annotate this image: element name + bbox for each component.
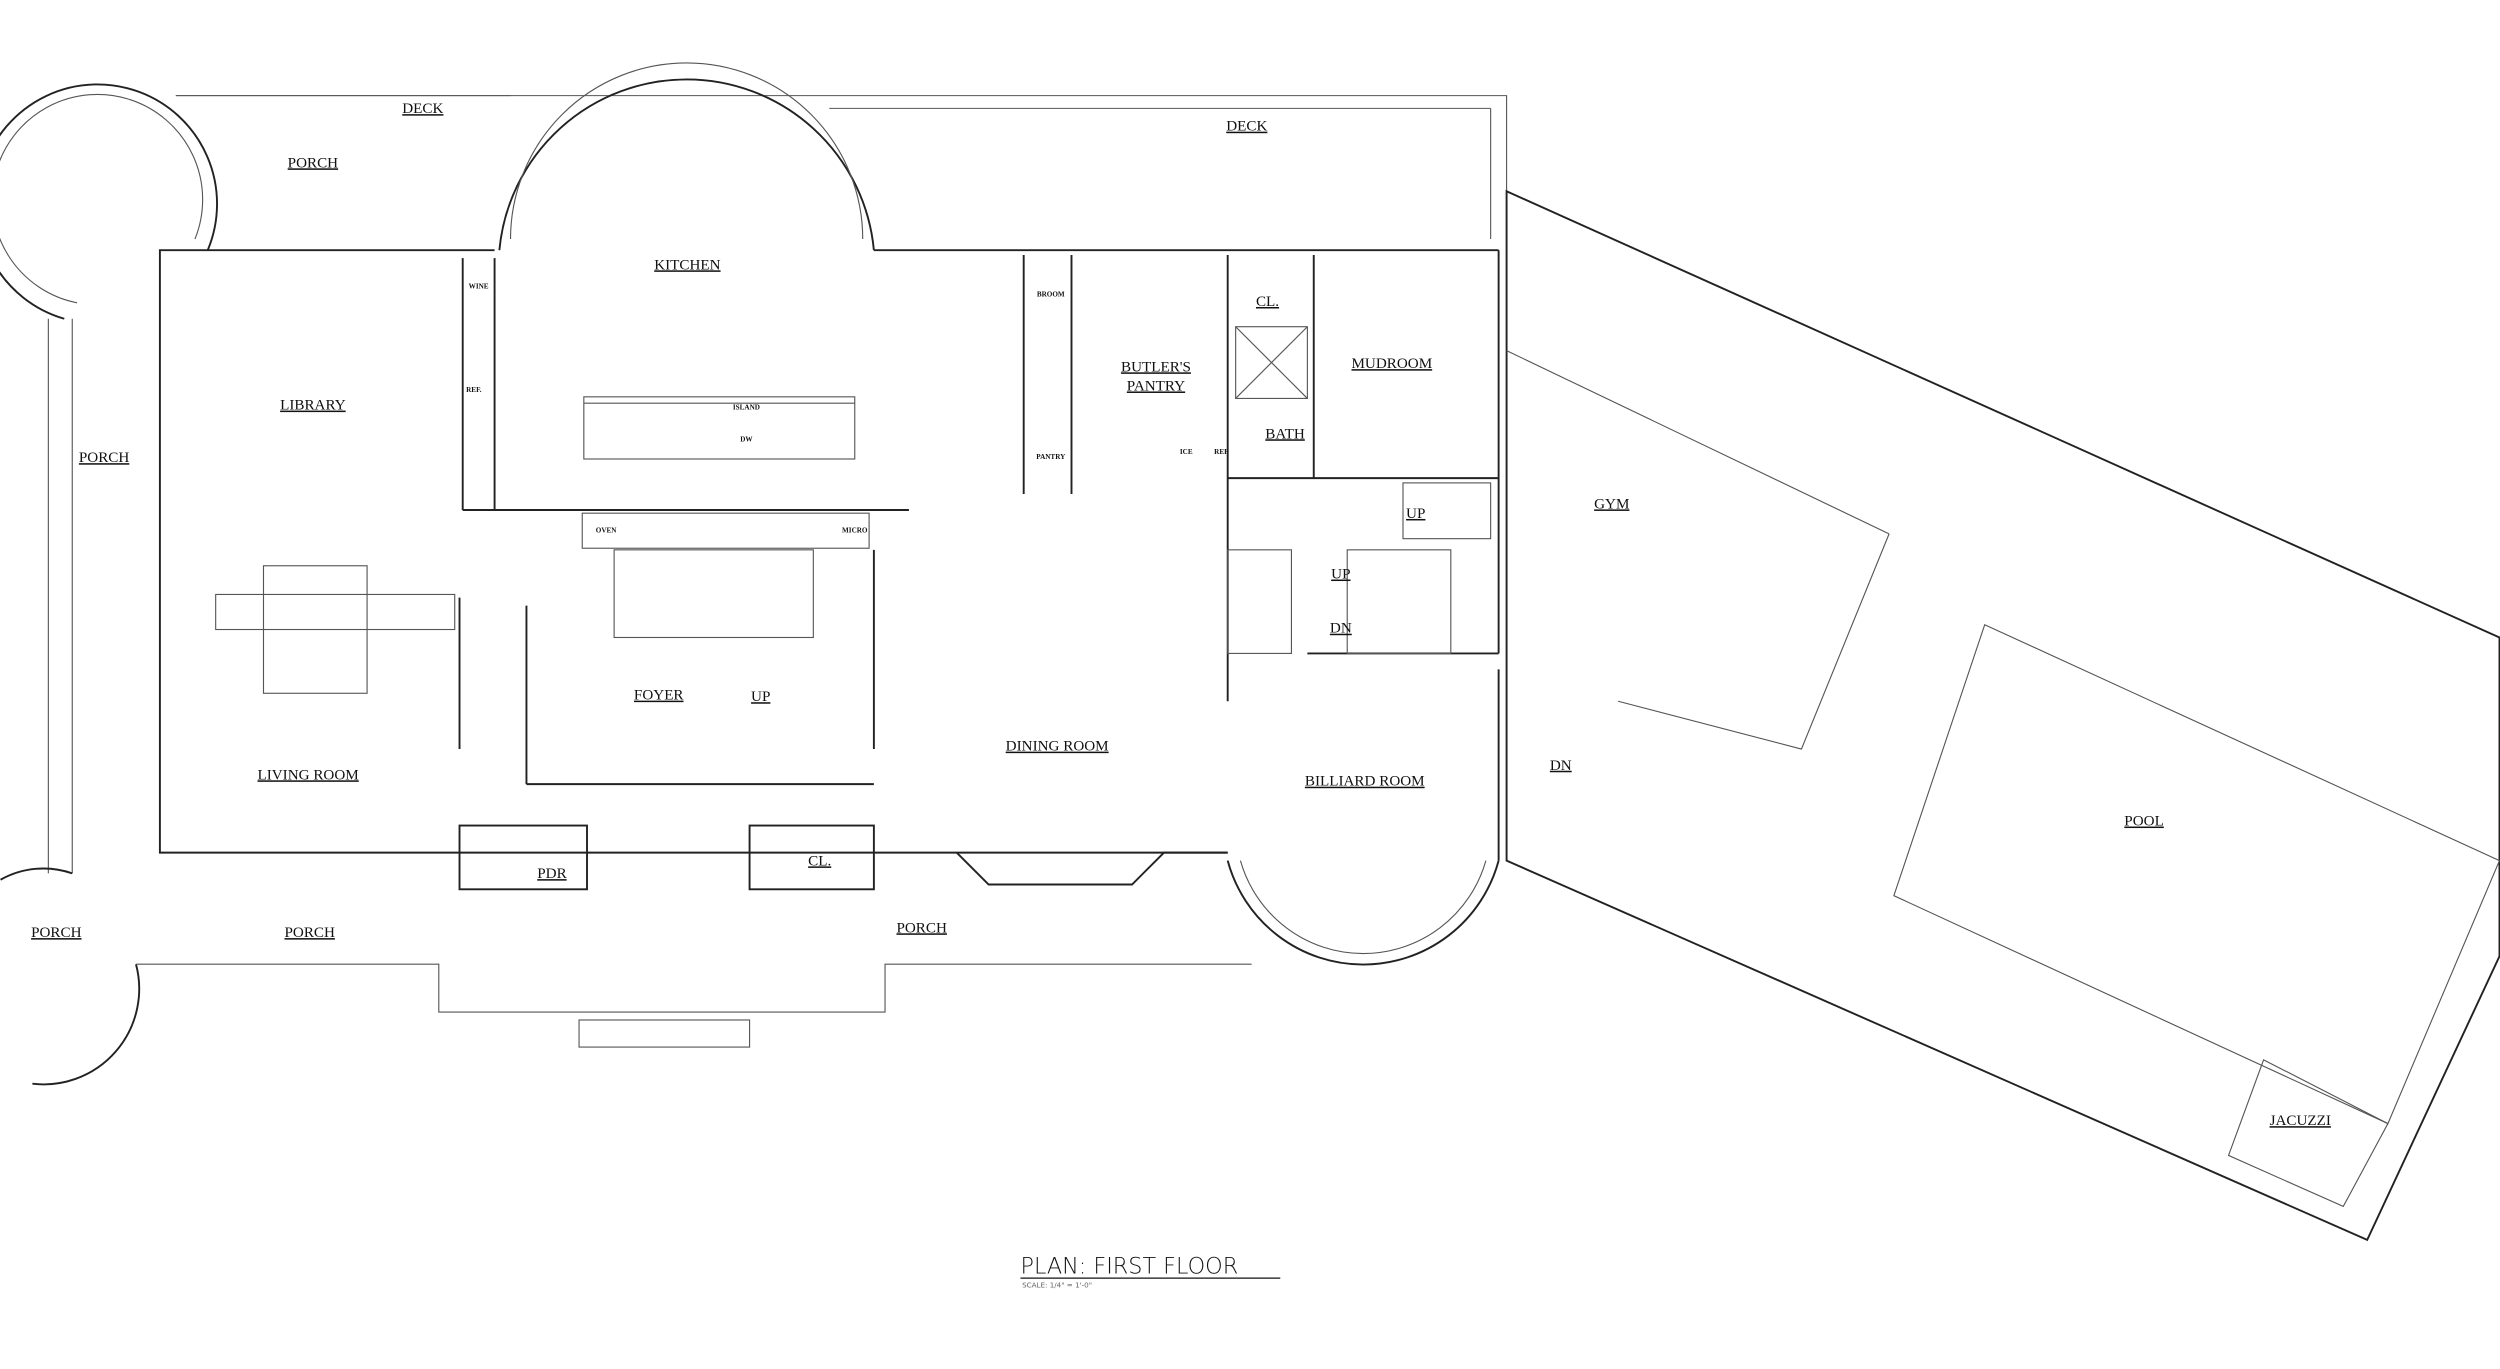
ref-label: REF.	[466, 386, 482, 394]
porch-label: PORCH	[288, 155, 339, 171]
porch-label: PORCH	[284, 925, 335, 941]
pantry-label: PANTRY	[1036, 453, 1066, 461]
porch-label: PORCH	[896, 920, 947, 936]
kitchen-label: KITCHEN	[654, 257, 720, 273]
deck-label: DECK	[1226, 119, 1267, 135]
micro-label: MICRO	[842, 526, 868, 534]
wine-label: WINE	[469, 282, 489, 290]
pdr-label: PDR	[537, 866, 567, 882]
stair-down-label: DN	[1330, 621, 1352, 637]
room-labels: DECK PORCH DECK KITCHEN LIBRARY PORCH BU…	[31, 101, 2331, 1129]
oven-label: OVEN	[596, 526, 618, 534]
fixture-labels: WINE REF. ISLAND DW OVEN MICRO BROOM PAN…	[466, 282, 1229, 534]
butlers-pantry-label: BUTLER'S	[1121, 359, 1191, 375]
ice-label: ICE	[1180, 448, 1193, 456]
plan-title-text: PLAN: FIRST FLOOR	[1021, 1253, 1239, 1279]
plan-title: PLAN: FIRST FLOOR SCALE: 1/4" = 1'-0"	[1020, 1253, 1281, 1290]
closet-label: CL.	[1256, 294, 1279, 310]
scale-text: SCALE: 1/4" = 1'-0"	[1022, 1281, 1092, 1290]
butlers-pantry-label: PANTRY	[1127, 378, 1185, 394]
porch-label: PORCH	[79, 450, 130, 466]
island-label: ISLAND	[733, 404, 760, 412]
broom-label: BROOM	[1037, 290, 1065, 298]
pool-label: POOL	[2124, 814, 2164, 830]
foyer-label: FOYER	[634, 688, 684, 704]
stair-down-label: DN	[1550, 758, 1572, 774]
mudroom-label: MUDROOM	[1351, 356, 1432, 372]
living-room-label: LIVING ROOM	[257, 767, 358, 783]
dining-room-label: DINING ROOM	[1006, 739, 1109, 755]
ref-label: REF	[1214, 448, 1229, 456]
deck-label: DECK	[402, 101, 443, 117]
library-label: LIBRARY	[280, 398, 346, 414]
bath-label: BATH	[1265, 426, 1305, 442]
dw-label: DW	[740, 435, 753, 443]
stair-up-label: UP	[1406, 506, 1425, 522]
porch-label: PORCH	[31, 925, 82, 941]
stair-up-label: UP	[1331, 567, 1350, 583]
billiard-room-label: BILLIARD ROOM	[1305, 774, 1425, 790]
jacuzzi-label: JACUZZI	[2270, 1113, 2331, 1129]
stair-up-label: UP	[751, 689, 770, 705]
stair-labels: UP UP DN UP DN	[751, 506, 1572, 774]
walls	[0, 62, 2500, 1242]
gym-label: GYM	[1594, 496, 1629, 512]
closet-label: CL.	[808, 853, 831, 869]
